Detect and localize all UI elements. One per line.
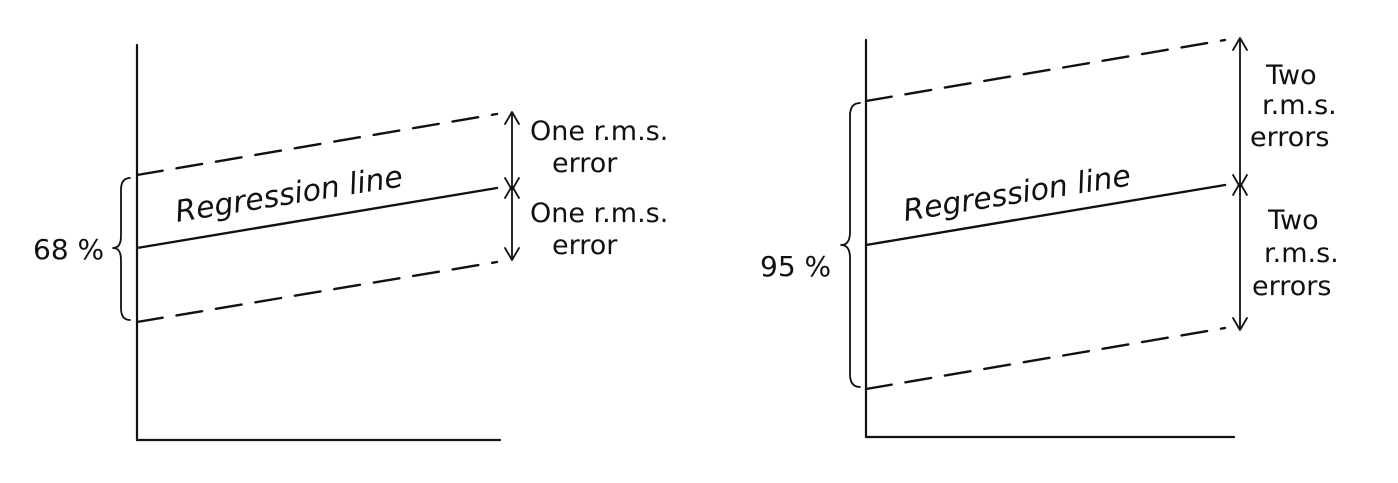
left-regression-line <box>135 186 499 250</box>
left-lower-arrowhead-top <box>504 185 520 199</box>
right-upper-label-line3: errors <box>1250 122 1329 153</box>
left-lower-arrowhead-bottom <box>504 247 520 261</box>
right-lower-label-line3: errors <box>1252 271 1331 302</box>
right-panel: Regression line 95 % Two r.m.s. errors T… <box>760 37 1339 439</box>
right-upper-label-line1: Two <box>1265 60 1317 91</box>
left-brace <box>112 177 131 321</box>
left-lower-label-line2: error <box>552 230 618 261</box>
left-lower-label-line1: One r.m.s. <box>530 198 668 229</box>
right-lower-dashed-line <box>864 326 1227 391</box>
left-upper-label-line1: One r.m.s. <box>530 116 668 147</box>
left-regression-label: Regression line <box>173 159 405 230</box>
right-regression-line <box>864 183 1227 247</box>
left-lower-dashed-line <box>135 260 499 324</box>
right-regression-label: Regression line <box>901 158 1133 229</box>
left-upper-label-line2: error <box>552 148 618 179</box>
right-lower-label-line2: r.m.s. <box>1264 238 1339 269</box>
right-upper-arrowhead-top <box>1232 37 1248 51</box>
right-upper-label-line2: r.m.s. <box>1262 90 1337 121</box>
right-percent-label: 95 % <box>760 250 831 283</box>
left-upper-arrowhead-top <box>504 111 520 125</box>
left-upper-dashed-line <box>135 112 499 177</box>
right-upper-dashed-line <box>864 38 1227 103</box>
left-panel: Regression line 68 % One r.m.s. error On… <box>33 43 668 442</box>
left-percent-label: 68 % <box>33 233 104 266</box>
right-lower-arrowhead-top <box>1232 182 1248 196</box>
right-lower-arrowhead-bottom <box>1232 317 1248 331</box>
right-brace <box>840 102 861 388</box>
right-lower-label-line1: Two <box>1267 205 1319 236</box>
